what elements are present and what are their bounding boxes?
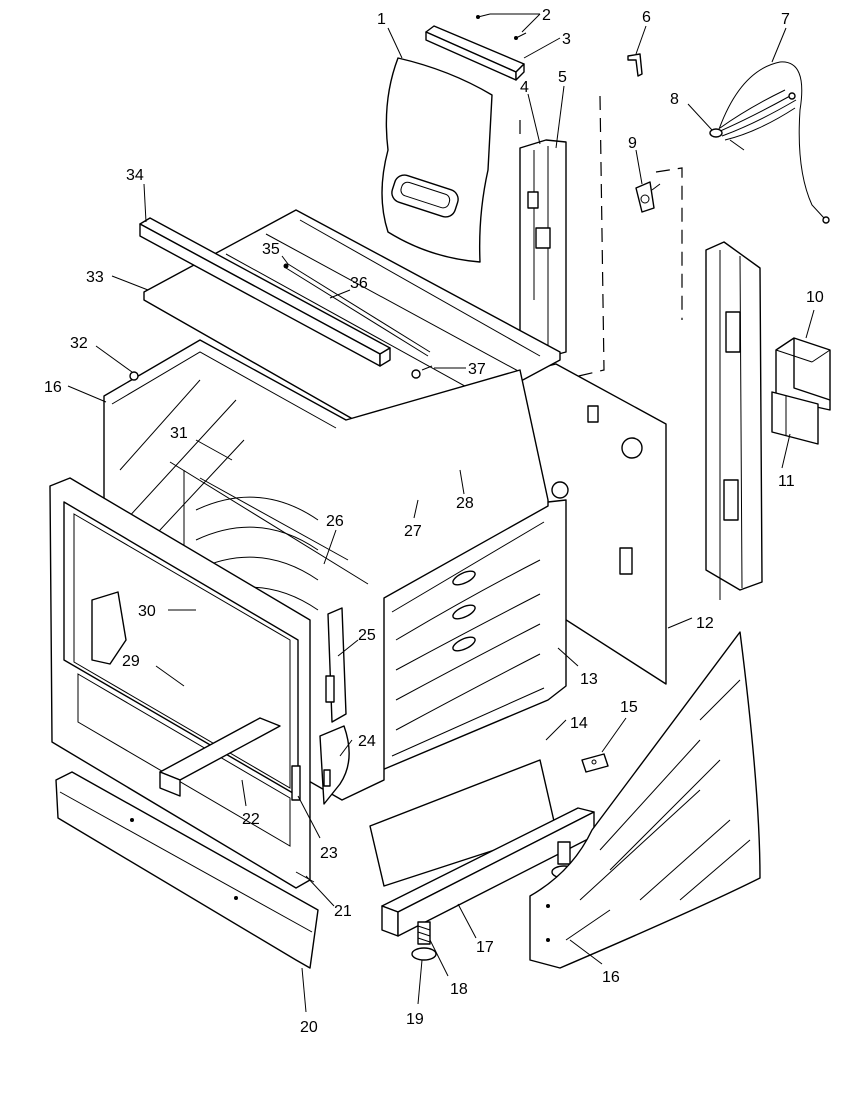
- callout-23: 23: [320, 845, 338, 862]
- callout-18: 18: [450, 981, 468, 998]
- part-4-rear-bracket: [519, 139, 567, 361]
- oven-glass-reflection: [119, 379, 245, 701]
- callout-8: 8: [670, 91, 679, 108]
- callout-3: 3: [562, 31, 571, 48]
- callout-16-left: 16: [44, 379, 62, 396]
- part-15-bracket: [581, 753, 609, 773]
- callout-11: 11: [778, 473, 795, 490]
- part-7-wire-harness: [717, 61, 830, 224]
- callout-12: 12: [696, 615, 714, 632]
- callout-26: 26: [326, 513, 344, 530]
- callout-24: 24: [358, 733, 376, 750]
- callout-31: 31: [170, 425, 188, 442]
- callout-10: 10: [806, 289, 824, 306]
- callout-7: 7: [781, 11, 790, 28]
- callout-1: 1: [377, 11, 386, 28]
- callout-21: 21: [334, 903, 352, 920]
- part-35-screw: [283, 263, 289, 269]
- callout-9: 9: [628, 135, 637, 152]
- callout-14: 14: [570, 715, 588, 732]
- part-21-trim: [295, 871, 315, 883]
- callout-30: 30: [138, 603, 156, 620]
- callout-37: 37: [468, 361, 486, 378]
- part-34-front-rail: [139, 217, 391, 367]
- part-19-leg-pad: [411, 947, 437, 961]
- callout-17: 17: [476, 939, 494, 956]
- part-23-trim: [291, 765, 301, 801]
- part-6-pin: [627, 53, 643, 77]
- part-36-rod: [285, 263, 431, 357]
- part-22-lower-bar: [159, 717, 281, 797]
- callout-20: 20: [300, 1019, 318, 1036]
- part-37-clip: [411, 365, 433, 379]
- part-3-top-bracket: [425, 25, 525, 81]
- callout-33: 33: [86, 269, 104, 286]
- callout-29: 29: [122, 653, 140, 670]
- part-8-harness-clip: [709, 128, 723, 138]
- right-side-rail: [705, 241, 763, 600]
- callout-35: 35: [262, 241, 280, 258]
- part-32-screw: [129, 371, 139, 381]
- callout-15: 15: [620, 699, 638, 716]
- part-2-screws: [476, 13, 527, 40]
- leader-lines: [67, 13, 815, 1013]
- callout-34: 34: [126, 167, 144, 184]
- callout-19: 19: [406, 1011, 424, 1028]
- part-24-cover: [319, 725, 350, 805]
- callout-22: 22: [242, 811, 260, 828]
- callout-27: 27: [404, 523, 422, 540]
- callout-5: 5: [558, 69, 567, 86]
- callout-6: 6: [642, 9, 651, 26]
- part-10-terminal-block: [775, 337, 831, 411]
- callout-labels: 1 2 3 4 5 6 7 8 9 10 11 12 13 14 15 16 1…: [44, 7, 824, 1036]
- part-25-rack-support: [325, 607, 347, 723]
- part-16-side-panel-right: [529, 631, 761, 969]
- callout-28: 28: [456, 495, 474, 512]
- callout-25: 25: [358, 627, 376, 644]
- callout-4: 4: [520, 79, 529, 96]
- part-11-bracket: [771, 391, 819, 445]
- part-1-baffle: [381, 57, 493, 263]
- part-18-leg: [417, 921, 431, 945]
- callout-2: 2: [542, 7, 551, 24]
- part-20-kick-panel: [55, 771, 319, 969]
- callout-13: 13: [580, 671, 598, 688]
- callout-32: 32: [70, 335, 88, 352]
- part-9-clip: [635, 181, 661, 213]
- callout-16-right: 16: [602, 969, 620, 986]
- callout-36: 36: [350, 275, 368, 292]
